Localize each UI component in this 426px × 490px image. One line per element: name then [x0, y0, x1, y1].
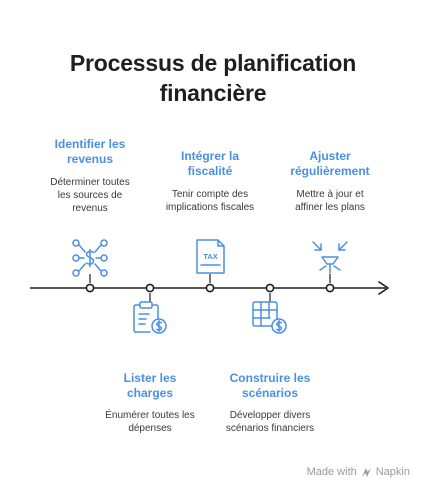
step-3-node — [205, 283, 215, 293]
title-line-2: financière — [159, 80, 267, 106]
step-4-title-line-1: Construire les — [229, 371, 311, 385]
step-5-desc: Mettre à jour et affiner les plans — [265, 188, 395, 214]
page-title: Processus de planification financière — [0, 48, 426, 108]
step-2-node — [145, 283, 155, 293]
step-2-desc-line-2: dépenses — [128, 423, 172, 434]
step-2-title-line-1: Lister les — [123, 371, 177, 385]
step-4-desc: Développer divers scénarios financiers — [205, 409, 335, 435]
network-dollar-icon — [72, 239, 108, 277]
step-5-title: Ajuster régulièrement — [270, 149, 390, 179]
footer-made-with: Made with — [306, 466, 357, 478]
title-line-1: Processus de planification — [69, 50, 357, 76]
footer-brand: Napkin — [375, 466, 410, 478]
step-5-title-line-1: Ajuster — [309, 149, 351, 163]
step-1-title-line-2: revenus — [66, 152, 114, 166]
step-3-desc-line-2: implications fiscales — [165, 202, 255, 213]
step-1-desc-line-3: revenus — [72, 203, 108, 214]
step-4-desc-line-1: Développer divers — [229, 410, 311, 421]
step-3-title-line-1: Intégrer la — [180, 149, 240, 163]
step-4-node — [265, 283, 275, 293]
step-1-title-line-1: Identifier les — [54, 137, 126, 151]
spreadsheet-dollar-icon — [252, 301, 287, 334]
step-3-title-line-2: fiscalité — [187, 164, 233, 178]
napkin-logo-icon — [361, 467, 371, 477]
step-2-title-line-2: charges — [126, 386, 174, 400]
step-2-title: Lister les charges — [90, 371, 210, 401]
step-4-title: Construire les scénarios — [210, 371, 330, 401]
step-1-title: Identifier les revenus — [30, 137, 150, 167]
timeline-arrowhead — [378, 281, 389, 295]
tax-icon-label: TAX — [203, 252, 217, 261]
step-5-node — [325, 283, 335, 293]
step-2-desc: Énumérer toutes les dépenses — [85, 409, 215, 435]
step-1-node — [85, 283, 95, 293]
tax-document-icon: TAX — [196, 239, 225, 274]
clipboard-dollar-icon — [133, 301, 167, 334]
step-4-title-line-2: scénarios — [241, 386, 299, 400]
step-1-desc-line-1: Déterminer toutes — [50, 177, 130, 188]
step-4-desc-line-2: scénarios financiers — [225, 423, 315, 434]
footer-credit: Made with Napkin — [307, 466, 410, 478]
step-3-desc: Tenir compte des implications fiscales — [145, 188, 275, 214]
step-5-desc-line-2: affiner les plans — [295, 202, 365, 213]
converge-arrows-icon — [312, 241, 348, 274]
step-2-desc-line-1: Énumérer toutes les — [105, 410, 195, 421]
step-5-desc-line-1: Mettre à jour et — [296, 189, 364, 200]
step-5-title-line-2: régulièrement — [290, 164, 370, 178]
step-3-title: Intégrer la fiscalité — [150, 149, 270, 179]
step-3-desc-line-1: Tenir compte des — [171, 189, 249, 200]
step-1-desc: Déterminer toutes les sources de revenus — [25, 176, 155, 215]
step-1-desc-line-2: les sources de — [57, 190, 123, 201]
